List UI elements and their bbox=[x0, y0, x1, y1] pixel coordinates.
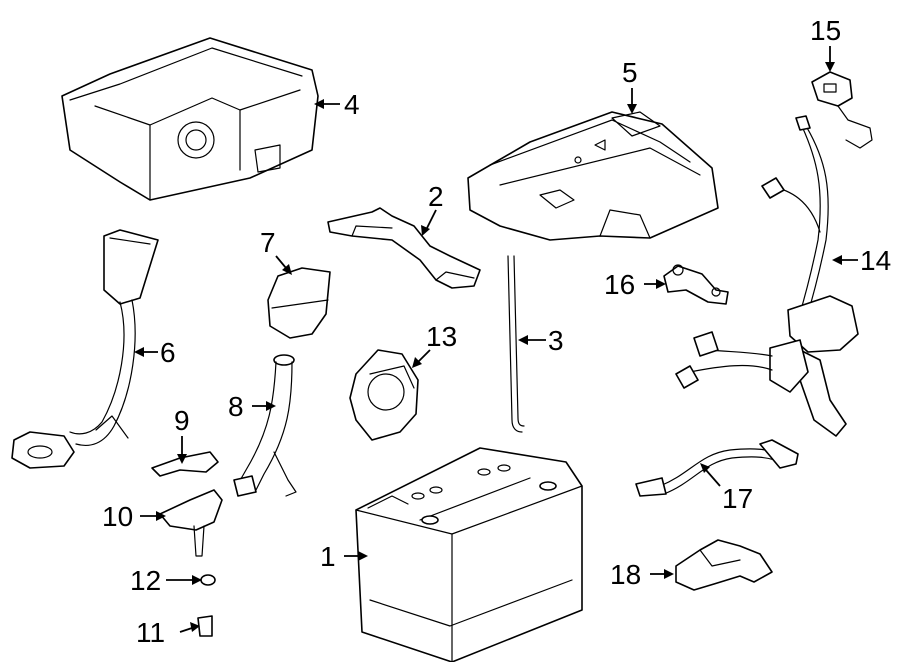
callout-13: 13 bbox=[426, 321, 457, 352]
callout-6: 6 bbox=[160, 337, 176, 368]
callout-10: 10 bbox=[102, 501, 133, 532]
callout-12: 12 bbox=[130, 565, 161, 596]
part-1-battery bbox=[355, 447, 583, 662]
callout-5: 5 bbox=[622, 57, 638, 88]
part-18-bracket bbox=[675, 539, 773, 591]
callout-16: 16 bbox=[604, 269, 635, 300]
callout-18: 18 bbox=[610, 559, 641, 590]
part-6-vent-hose bbox=[11, 229, 159, 469]
part-8-elbow-hose bbox=[233, 354, 297, 497]
callout-4: 4 bbox=[344, 89, 360, 120]
callout-11: 11 bbox=[136, 617, 165, 648]
part-14-wiring-harness bbox=[675, 115, 859, 437]
part-13-mount bbox=[349, 349, 419, 441]
callout-15: 15 bbox=[810, 15, 841, 46]
callout-17: 17 bbox=[722, 483, 753, 514]
part-3-rod bbox=[507, 255, 525, 433]
callout-2: 2 bbox=[428, 181, 444, 212]
callouts: 1 2 3 4 5 6 7 8 9 10 11 12 13 14 15 16 1… bbox=[102, 15, 891, 648]
leaders bbox=[134, 46, 858, 633]
callout-3: 3 bbox=[548, 325, 564, 356]
part-7-vent-cap bbox=[267, 267, 331, 339]
part-16-bracket bbox=[663, 264, 729, 305]
part-10-sensor bbox=[159, 489, 223, 557]
part-12-pin bbox=[200, 574, 216, 586]
part-17-cable bbox=[635, 439, 799, 497]
callout-14: 14 bbox=[860, 245, 891, 276]
callout-1: 1 bbox=[320, 541, 336, 572]
part-4-battery-tray bbox=[61, 37, 319, 201]
callout-9: 9 bbox=[174, 405, 190, 436]
callout-8: 8 bbox=[228, 391, 244, 422]
callout-7: 7 bbox=[260, 227, 276, 258]
part-15-bracket bbox=[811, 71, 873, 149]
part-5-battery-cover bbox=[467, 111, 719, 241]
part-11-plug bbox=[197, 615, 213, 637]
part-2-hold-down bbox=[327, 207, 481, 289]
